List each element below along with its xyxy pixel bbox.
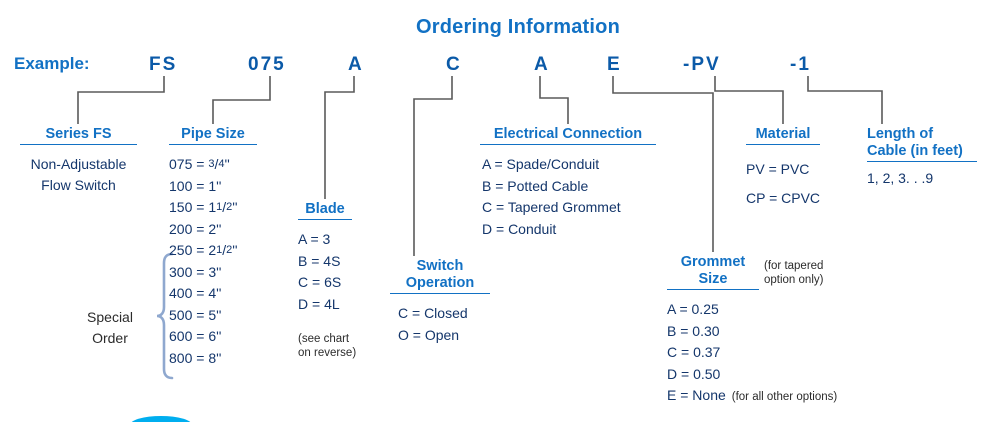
pipe-size-row: 150 = 11/2'' xyxy=(169,199,238,216)
pipe-size-row: 075 = 3/4'' xyxy=(169,156,230,172)
pipe-size-code: 400 xyxy=(169,285,193,302)
pipe-size-code: 800 xyxy=(169,349,193,366)
pipe-size-header: Pipe Size xyxy=(169,126,257,145)
pipe-size-row: 200 = 2'' xyxy=(169,220,222,237)
section-pipe-size: Pipe Size 075 = 3/4'' 100 = 1'' 150 = 11… xyxy=(169,126,257,369)
pipe-size-row: 250 = 21/2'' xyxy=(169,242,238,259)
switch-operation-header-line-1: Switch xyxy=(416,258,464,274)
section-blade: Blade A = 3 B = 4S C = 6S D = 4L (see ch… xyxy=(298,201,356,360)
grommet-size-item: D = 0.50 xyxy=(667,365,721,382)
grommet-size-item: B = 0.30 xyxy=(667,322,720,339)
pipe-size-code: 300 xyxy=(169,263,193,280)
blade-note: (see chart on reverse) xyxy=(298,332,356,360)
pipe-size-row: 600 = 6'' xyxy=(169,328,222,345)
blade-item: D = 4L xyxy=(298,295,340,312)
blade-item: A = 3 xyxy=(298,231,331,247)
pipe-size-code: 500 xyxy=(169,306,193,323)
series-fs-line-1: Non-Adjustable xyxy=(30,156,127,172)
blade-header: Blade xyxy=(298,201,352,220)
electrical-connection-item: C = Tapered Grommet xyxy=(482,199,621,215)
example-code-grommet-size: E xyxy=(607,54,622,75)
example-code-material: -PV xyxy=(683,54,721,75)
cable-length-value: 1, 2, 3. . .9 xyxy=(867,170,934,186)
pipe-size-row: 800 = 8'' xyxy=(169,349,222,366)
cable-length-header-line-1: Length of xyxy=(867,126,934,142)
cable-length-header-line-2: Cable (in feet) xyxy=(867,143,977,162)
example-code-series: FS xyxy=(149,54,178,75)
grommet-size-item: A = 0.25 xyxy=(667,301,719,317)
blade-item: C = 6S xyxy=(298,274,342,290)
pipe-size-row: 400 = 4'' xyxy=(169,285,222,302)
blade-note-line-1: (see chart xyxy=(298,333,350,345)
grommet-size-item: C = 0.37 xyxy=(667,344,721,360)
series-fs-line-2: Flow Switch xyxy=(41,177,116,193)
blade-item: B = 4S xyxy=(298,252,341,269)
example-code-pipe-size: 075 xyxy=(248,54,286,75)
section-grommet-size: Grommet Size A = 0.25 B = 0.30 C = 0.37 … xyxy=(667,254,837,407)
series-fs-header: Series FS xyxy=(20,126,137,145)
grommet-size-header-line-1: Grommet xyxy=(680,254,746,270)
page-title: Ordering Information xyxy=(416,16,620,38)
section-cable-length: Length of Cable (in feet) 1, 2, 3. . .9 xyxy=(867,126,977,186)
electrical-connection-item: A = Spade/Conduit xyxy=(482,156,600,172)
switch-operation-item: O = Open xyxy=(398,326,460,343)
example-code-switch-operation: C xyxy=(446,54,462,75)
example-code-blade: A xyxy=(348,54,364,75)
grommet-size-note: (for tapered option only) xyxy=(764,259,823,287)
grommet-size-note-line-2: option only) xyxy=(764,274,824,286)
special-order-line-1: Special xyxy=(87,309,133,325)
pipe-size-row: 500 = 5'' xyxy=(169,306,222,323)
pipe-size-code: 600 xyxy=(169,328,193,345)
pipe-size-row: 100 = 1'' xyxy=(169,177,222,194)
grommet-size-item-last: E = None xyxy=(667,387,726,403)
section-switch-operation: Switch Operation C = Closed O = Open xyxy=(390,258,490,346)
pipe-size-code: 250 xyxy=(169,242,193,259)
special-order-line-2: Order xyxy=(92,330,128,346)
electrical-connection-item: B = Potted Cable xyxy=(482,177,589,194)
section-series-fs: Series FS Non-Adjustable Flow Switch xyxy=(20,126,137,196)
switch-operation-item: C = Closed xyxy=(398,305,468,321)
grommet-size-note-line-1: (for tapered xyxy=(764,260,824,272)
pipe-size-code: 075 xyxy=(169,156,193,172)
blade-note-line-2: on reverse) xyxy=(298,347,357,359)
section-electrical-connection: Electrical Connection A = Spade/Conduit … xyxy=(480,126,656,240)
section-material: Material PV = PVC CP = CPVC xyxy=(746,126,820,213)
decorative-ellipse xyxy=(131,416,191,422)
pipe-size-code: 150 xyxy=(169,199,193,216)
special-order-label: Special Order xyxy=(66,307,154,349)
pipe-size-code: 100 xyxy=(169,177,193,194)
example-label: Example: xyxy=(14,54,90,73)
electrical-connection-item: D = Conduit xyxy=(482,220,557,237)
grommet-size-header-line-2: Size xyxy=(667,271,759,290)
grommet-size-last-note: (for all other options) xyxy=(731,391,838,403)
example-code-cable-length: -1 xyxy=(790,54,811,75)
pipe-size-code: 200 xyxy=(169,220,193,237)
switch-operation-header-line-2: Operation xyxy=(390,275,490,294)
material-item: PV = PVC xyxy=(746,161,810,177)
material-item: CP = CPVC xyxy=(746,190,821,206)
example-code-electrical-connection: A xyxy=(534,54,550,75)
material-header: Material xyxy=(746,126,820,145)
electrical-connection-header: Electrical Connection xyxy=(480,126,656,145)
pipe-size-row: 300 = 3'' xyxy=(169,263,222,280)
